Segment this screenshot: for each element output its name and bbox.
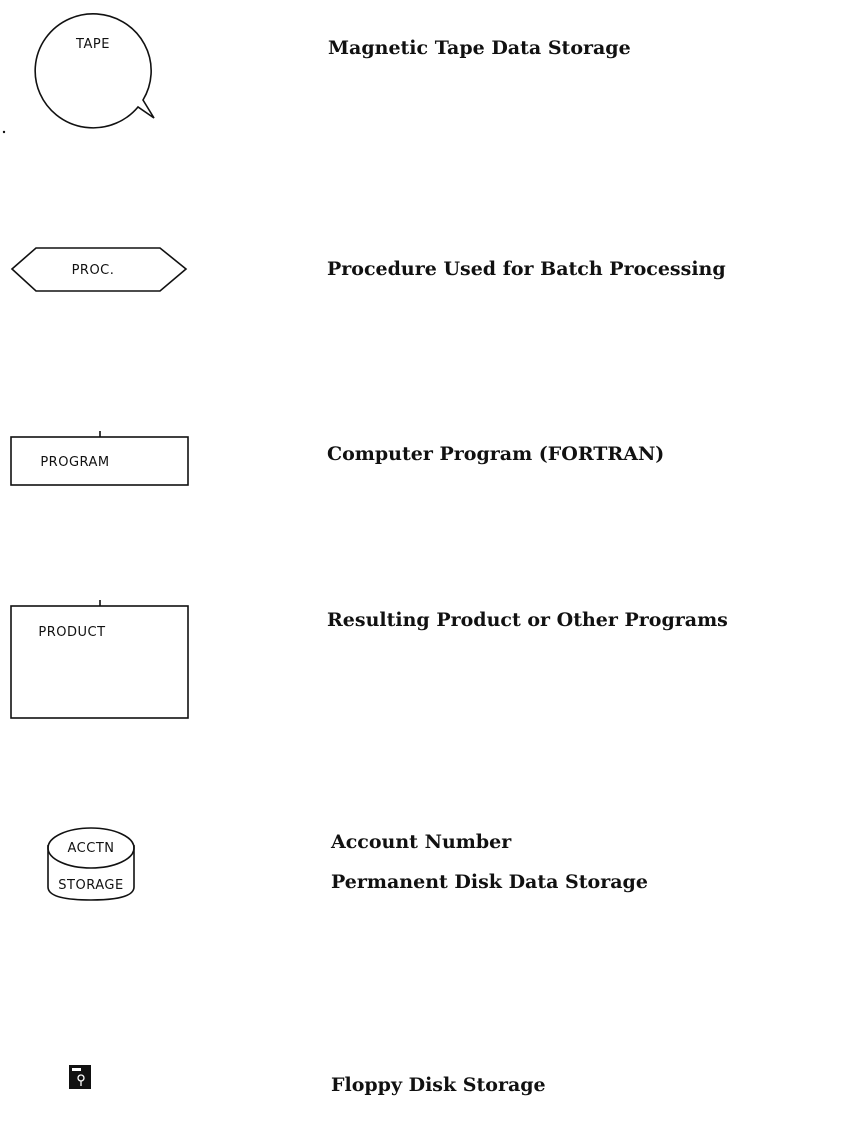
tape-outline	[34, 13, 155, 129]
floppy-slot	[72, 1068, 81, 1071]
procedure-label: PROC.	[72, 263, 115, 278]
procedure-hexagon-symbol: PROC.	[10, 247, 188, 292]
disk-cylinder-symbol: ACCTN STORAGE	[47, 827, 135, 901]
procedure-description: Procedure Used for Batch Processing	[327, 258, 726, 280]
disk-description-bottom: Permanent Disk Data Storage	[331, 871, 648, 893]
product-description: Resulting Product or Other Programs	[327, 609, 728, 631]
product-rectangle-symbol: PRODUCT	[10, 600, 189, 719]
magnetic-tape-symbol: TAPE	[34, 13, 155, 129]
tape-description: Magnetic Tape Data Storage	[328, 37, 631, 59]
program-rectangle-symbol: PROGRAM	[10, 431, 189, 486]
program-label: PROGRAM	[40, 455, 109, 470]
floppy-disk-icon	[69, 1065, 91, 1089]
program-description: Computer Program (FORTRAN)	[327, 443, 665, 465]
cylinder-body	[47, 845, 135, 901]
hexagon-outline	[10, 247, 188, 292]
stray-mark	[2, 130, 6, 134]
cylinder-top	[47, 827, 135, 869]
product-label: PRODUCT	[38, 625, 105, 640]
disk-label-top: ACCTN	[68, 841, 115, 856]
product-box	[10, 605, 189, 719]
tape-label: TAPE	[75, 37, 110, 52]
disk-label-bottom: STORAGE	[58, 878, 123, 893]
floppy-description: Floppy Disk Storage	[331, 1074, 546, 1096]
disk-description-top: Account Number	[331, 831, 512, 853]
